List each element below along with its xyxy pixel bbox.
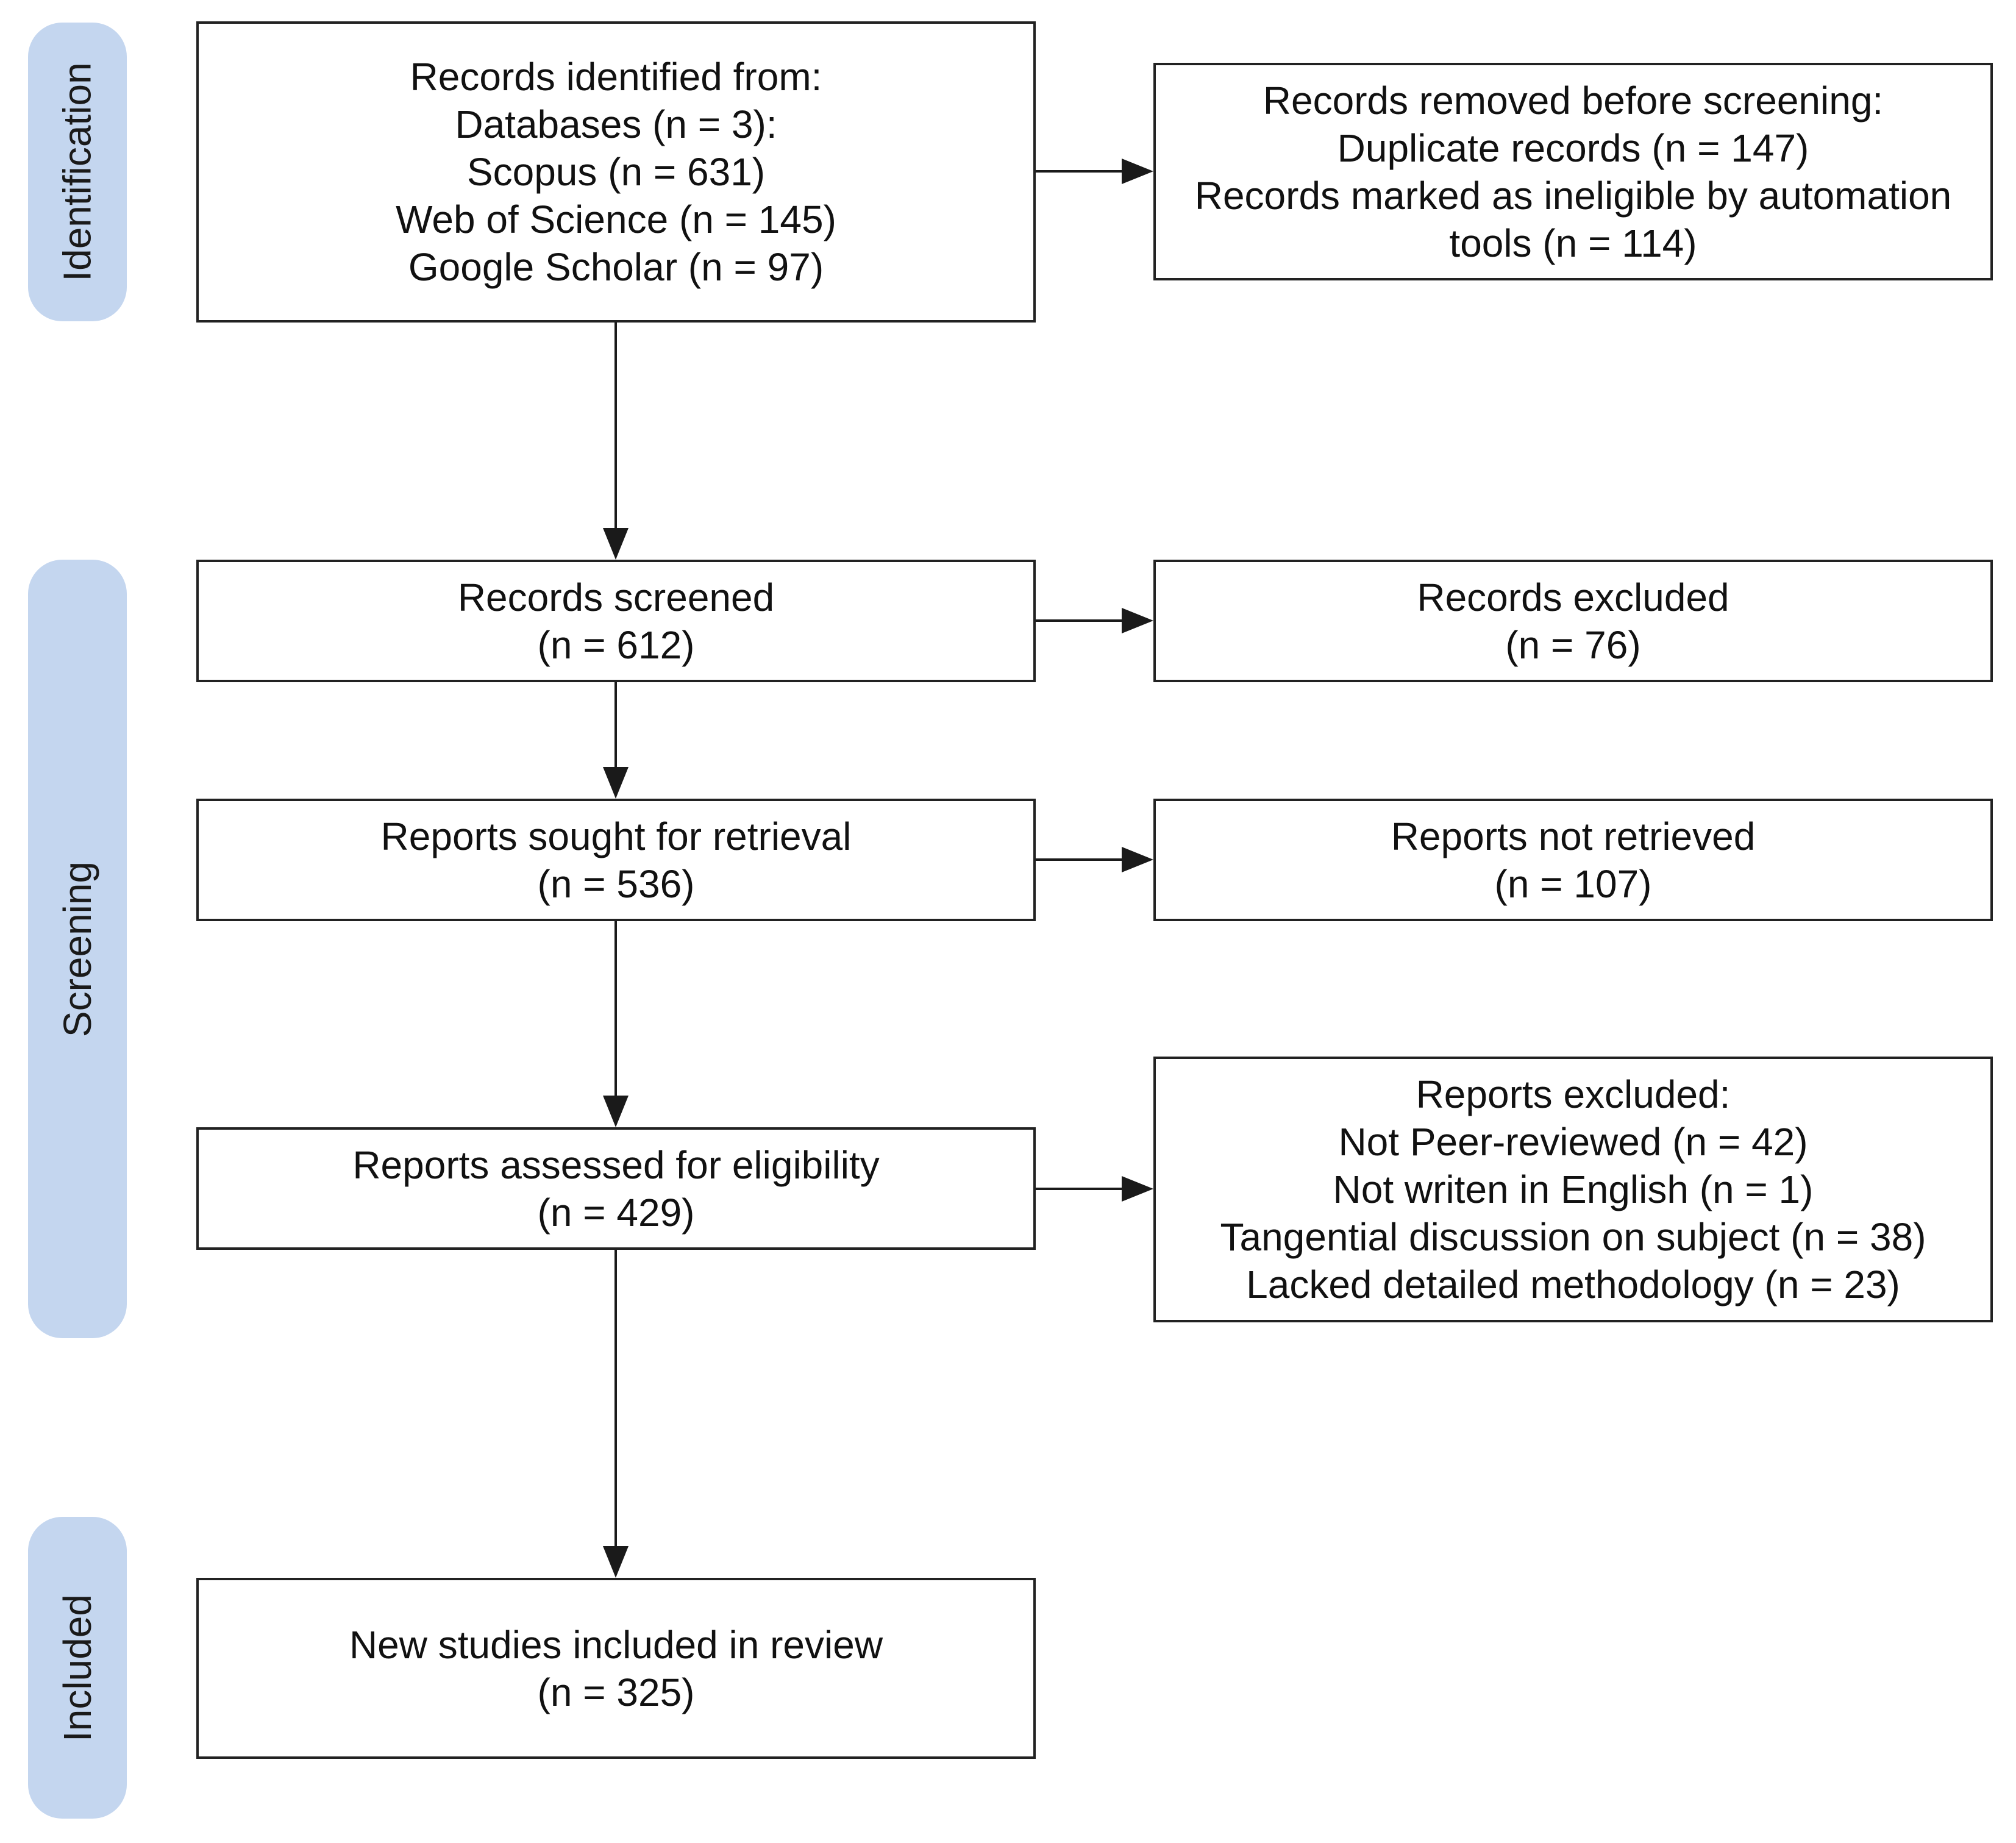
arrowhead-sought-to-assessed	[603, 1096, 629, 1127]
box-text-line: (n = 612)	[537, 622, 695, 667]
box-text-line: Databases (n = 3):	[455, 102, 777, 146]
box-text-line: Records marked as ineligible by automati…	[1194, 173, 1952, 218]
arrowhead-identified-to-removed	[1122, 159, 1153, 184]
box-text-line: (n = 76)	[1505, 622, 1641, 667]
box-text-line: (n = 325)	[537, 1670, 695, 1714]
phase-identification: Identification	[28, 23, 127, 321]
arrowhead-screened-to-excluded	[1122, 608, 1153, 633]
box-text-line: Duplicate records (n = 147)	[1337, 126, 1809, 170]
arrowhead-assessed-to-included	[603, 1546, 629, 1578]
records-screened-box: Records screened(n = 612)	[196, 560, 1036, 682]
box-text-line: Google Scholar (n = 97)	[408, 245, 824, 289]
phase-identification-label: Identification	[55, 62, 99, 282]
reports-excluded-box: Reports excluded:Not Peer-reviewed (n = …	[1153, 1057, 1993, 1322]
records-removed-box: Records removed before screening:Duplica…	[1153, 63, 1993, 280]
box-text-line: Tangential discussion on subject (n = 38…	[1220, 1215, 1926, 1259]
box-text-line: (n = 107)	[1494, 861, 1652, 906]
phase-screening: Screening	[28, 560, 127, 1338]
phase-screening-label: Screening	[55, 861, 99, 1037]
reports-sought-box: Reports sought for retrieval(n = 536)	[196, 799, 1036, 921]
box-text-line: Reports excluded:	[1416, 1072, 1731, 1116]
phase-included-label: Included	[55, 1594, 99, 1742]
reports-not-retrieved-box: Reports not retrieved(n = 107)	[1153, 799, 1993, 921]
box-text-line: Records identified from:	[410, 55, 822, 99]
arrowhead-screened-to-sought	[603, 767, 629, 799]
reports-assessed-box: Reports assessed for eligibility(n = 429…	[196, 1127, 1036, 1250]
arrowhead-identified-to-screened	[603, 528, 629, 560]
box-text-line: (n = 429)	[537, 1190, 695, 1235]
box-text-line: Reports not retrieved	[1391, 814, 1756, 858]
box-text-line: Not Peer-reviewed (n = 42)	[1338, 1120, 1808, 1164]
arrowhead-sought-to-not-retrieved	[1122, 847, 1153, 872]
box-text-line: Scopus (n = 631)	[466, 150, 766, 194]
box-text-line: Lacked detailed methodology (n = 23)	[1246, 1263, 1900, 1306]
box-text-line: Records removed before screening:	[1263, 78, 1884, 123]
box-text-line: Records excluded	[1417, 575, 1729, 619]
box-text-line: (n = 536)	[537, 861, 695, 906]
box-text-line: Web of Science (n = 145)	[396, 198, 836, 241]
studies-included-box: New studies included in review(n = 325)	[196, 1578, 1036, 1759]
records-identified-box: Records identified from:Databases (n = 3…	[196, 21, 1036, 323]
phase-included: Included	[28, 1517, 127, 1819]
box-text-line: Reports sought for retrieval	[380, 814, 852, 858]
box-text-line: New studies included in review	[349, 1622, 883, 1667]
box-text-line: Not writen in English (n = 1)	[1333, 1167, 1814, 1211]
box-text-line: Reports assessed for eligibility	[352, 1143, 880, 1187]
records-excluded-box: Records excluded(n = 76)	[1153, 560, 1993, 682]
arrowhead-assessed-to-reports-excluded	[1122, 1176, 1153, 1202]
box-text-line: tools (n = 114)	[1449, 221, 1697, 265]
box-text-line: Records screened	[457, 575, 775, 619]
